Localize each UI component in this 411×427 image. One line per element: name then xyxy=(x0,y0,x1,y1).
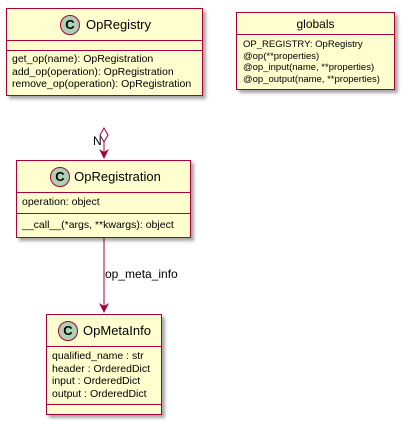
class-op-meta-info-header: C OpMetaInfo xyxy=(47,315,161,347)
global-op-registry: OP_REGISTRY: OpRegistry xyxy=(243,39,363,50)
object-globals-fields: OP_REGISTRY: OpRegistry @op(**properties… xyxy=(237,35,394,89)
class-stereotype-icon: C xyxy=(60,14,80,35)
class-op-meta-info[interactable]: C OpMetaInfo qualified_name : str header… xyxy=(46,314,162,415)
class-op-meta-info-methods xyxy=(47,405,161,414)
attribute-input: input : OrderedDict xyxy=(52,375,141,387)
class-op-registry-name: OpRegistry xyxy=(85,17,152,32)
attribute-header: header : OrderedDict xyxy=(52,362,151,375)
method-call: __call__(*args, **kwargs): object xyxy=(22,218,174,231)
class-op-registration-methods: __call__(*args, **kwargs): object xyxy=(17,214,190,238)
class-op-meta-info-name: OpMetaInfo xyxy=(83,323,151,338)
class-op-registration-name: OpRegistration xyxy=(74,169,161,184)
global-op-decorator: @op(**properties) xyxy=(243,50,320,62)
class-stereotype-icon: C xyxy=(50,166,70,187)
object-globals-name: globals xyxy=(296,16,335,31)
class-op-registration-header: C OpRegistration xyxy=(17,161,190,193)
global-op-input-decorator: @op_input(name, **properties) xyxy=(243,62,375,73)
edge-registry-to-registration xyxy=(99,126,109,159)
class-op-registration[interactable]: C OpRegistration operation: object __cal… xyxy=(16,160,191,238)
global-op-output-decorator: @op_output(name, **properties) xyxy=(243,73,380,85)
attribute-output: output : OrderedDict xyxy=(52,387,147,400)
class-op-registry[interactable]: C OpRegistry get_op(name): OpRegistratio… xyxy=(6,8,203,96)
class-op-meta-info-attributes: qualified_name : str header : OrderedDic… xyxy=(47,347,161,405)
method-get-op: get_op(name): OpRegistration xyxy=(12,53,154,65)
class-op-registration-attributes: operation: object xyxy=(17,193,190,214)
edge-association-label: op_meta_info xyxy=(105,267,178,281)
method-remove-op: remove_op(operation): OpRegistration xyxy=(12,78,192,90)
attribute-qualified-name: qualified_name : str xyxy=(52,350,144,362)
class-stereotype-icon: C xyxy=(58,320,78,341)
class-op-registry-methods: get_op(name): OpRegistration add_op(oper… xyxy=(7,51,202,95)
method-add-op: add_op(operation): OpRegistration xyxy=(12,65,174,78)
class-op-registry-attributes xyxy=(7,41,202,51)
object-globals-header: globals xyxy=(237,13,394,35)
edge-multiplicity-label: N xyxy=(93,134,102,148)
class-op-registry-header: C OpRegistry xyxy=(7,9,202,41)
object-globals[interactable]: globals OP_REGISTRY: OpRegistry @op(**pr… xyxy=(236,12,395,90)
attribute-operation: operation: object xyxy=(22,196,100,208)
